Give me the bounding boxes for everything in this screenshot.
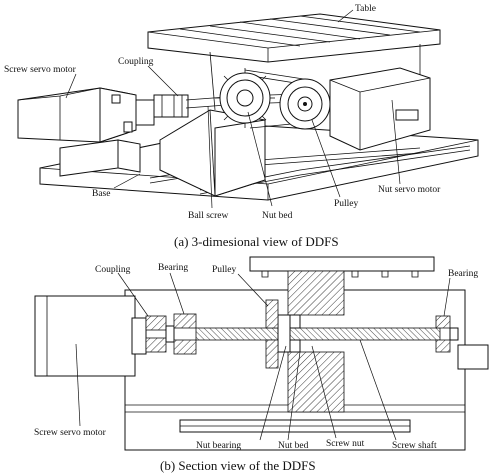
shaft-end-section bbox=[457, 344, 489, 370]
motor-support-3d bbox=[59, 139, 141, 177]
label-nut-bearing: Nut bearing bbox=[196, 441, 241, 451]
nut-bed-section bbox=[277, 270, 345, 413]
bearing-left-section bbox=[173, 313, 197, 355]
label-nut-servo-motor: Nut servo motor bbox=[378, 185, 441, 195]
label-ball-screw: Ball screw bbox=[188, 211, 229, 221]
pulley-3d bbox=[279, 78, 331, 130]
coupling-3d bbox=[153, 94, 189, 118]
nut-servo-motor-3d bbox=[329, 67, 431, 151]
nut-bed-3d bbox=[159, 109, 266, 197]
leaders-3d bbox=[65, 9, 401, 209]
label-coupling-3d: Coupling bbox=[118, 57, 154, 67]
table-3d bbox=[147, 13, 441, 111]
screw-servo-motor-section bbox=[34, 295, 147, 377]
label-pulley-section: Pulley bbox=[212, 265, 237, 275]
view-section: Coupling Bearing Pulley Bearing Screw se… bbox=[34, 256, 489, 473]
view-3d: Table Coupling Screw servo motor Base Ba… bbox=[4, 4, 479, 249]
leaders-section bbox=[75, 272, 451, 441]
label-table: Table bbox=[355, 4, 376, 14]
label-screw-shaft: Screw shaft bbox=[392, 440, 437, 451]
caption-a: (a) 3-dimesional view of DDFS bbox=[174, 234, 339, 249]
label-screw-nut: Screw nut bbox=[326, 439, 365, 449]
bearing-right-section bbox=[435, 315, 459, 353]
screw-shaft-section bbox=[195, 327, 441, 341]
screw-servo-motor-3d bbox=[17, 87, 155, 143]
label-screw-servo-motor-3d: Screw servo motor bbox=[4, 65, 77, 75]
label-pulley-3d: Pulley bbox=[334, 199, 359, 209]
label-nut-bed-3d: Nut bed bbox=[262, 211, 293, 221]
label-nut-bed-section: Nut bed bbox=[278, 441, 309, 451]
label-bearing-left: Bearing bbox=[158, 263, 188, 273]
label-screw-servo-motor-section: Screw servo motor bbox=[34, 428, 107, 438]
gear-3d bbox=[215, 68, 275, 128]
pulley-section bbox=[265, 299, 279, 369]
caption-b: (b) Section view of the DDFS bbox=[160, 458, 316, 473]
label-coupling-section: Coupling bbox=[95, 265, 131, 275]
label-bearing-right: Bearing bbox=[448, 269, 478, 279]
coupling-section bbox=[145, 315, 175, 353]
label-base: Base bbox=[92, 189, 110, 199]
